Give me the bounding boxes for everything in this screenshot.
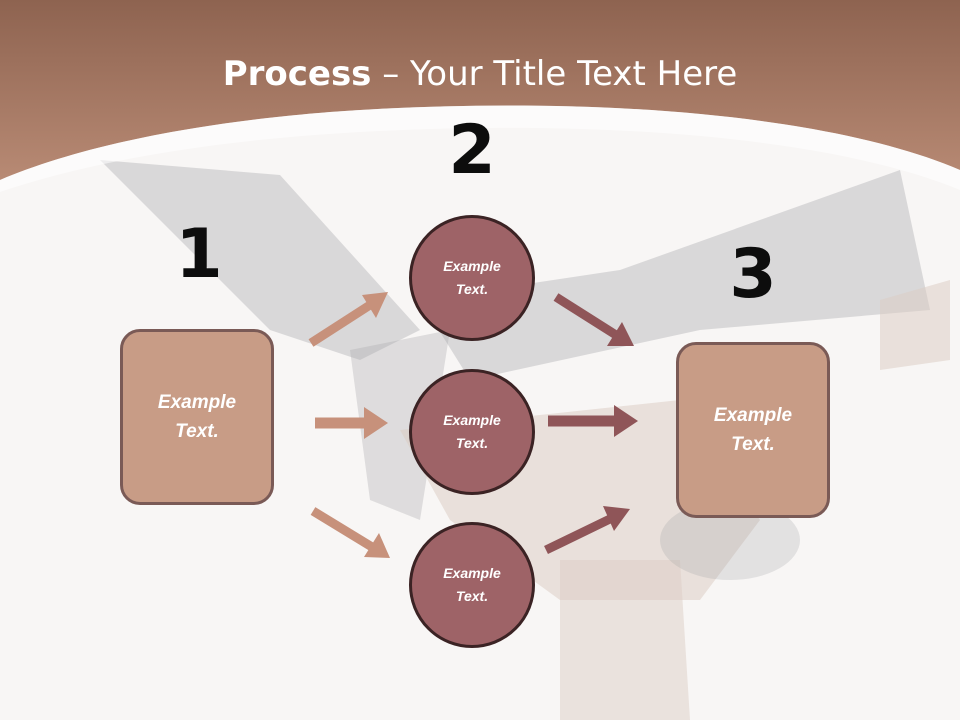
slide-title: Process – Your Title Text Here (0, 52, 960, 96)
step-circle-1-label: Example Text. (443, 258, 501, 297)
title-rest: – Your Title Text Here (371, 54, 738, 94)
arrow-circle-3-to-3 (544, 506, 630, 555)
arrow-circle-1-to-3 (553, 293, 634, 346)
step-box-3-label: Example Text. (713, 405, 793, 455)
header-swoosh (0, 105, 960, 192)
step-number-1: 1 (175, 215, 223, 294)
step-box-3: Example Text. (676, 342, 830, 518)
header-band (0, 0, 960, 180)
step-number-2: 2 (448, 111, 496, 190)
step-circle-3-label: Example Text. (443, 565, 501, 604)
step-circle-3: Example Text. (409, 522, 535, 648)
step-box-1: Example Text. (120, 329, 274, 505)
arrow-1-to-circle-3 (310, 507, 390, 558)
arrow-1-to-circle-1 (308, 292, 388, 347)
step-circle-1: Example Text. (409, 215, 535, 341)
step-circle-2: Example Text. (409, 369, 535, 495)
step-circle-2-label: Example Text. (443, 412, 501, 451)
title-bold: Process (222, 54, 372, 94)
arrow-circle-2-to-3 (548, 405, 638, 437)
step-number-3: 3 (729, 235, 777, 314)
step-box-1-label: Example Text. (157, 392, 237, 442)
arrow-1-to-circle-2 (315, 407, 388, 439)
